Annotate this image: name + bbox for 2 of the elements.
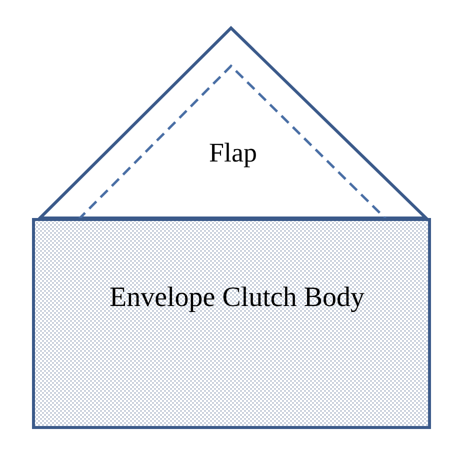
part-label: Envelope Clutch Body (109, 282, 365, 314)
part-label: Flap (209, 138, 257, 168)
